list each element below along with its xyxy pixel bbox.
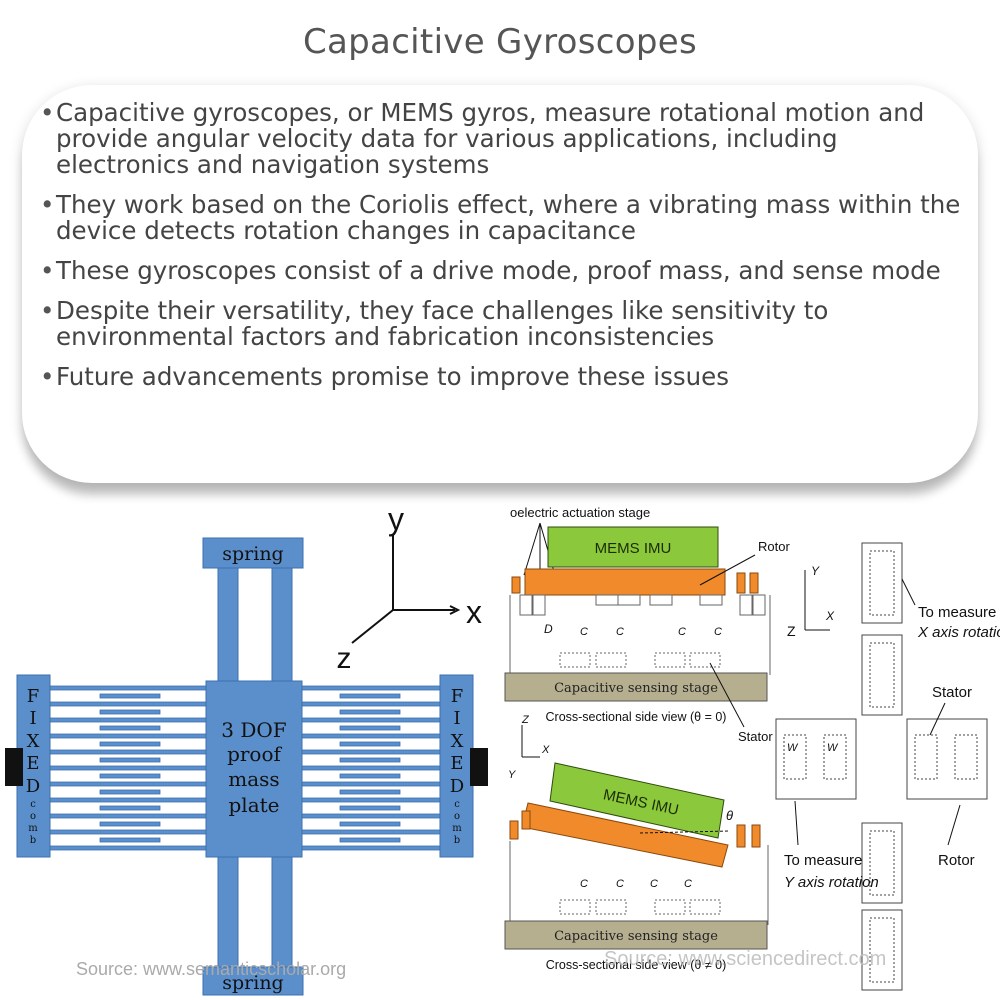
fixed-letter: D	[450, 776, 464, 797]
proof-mass-label: 3 DOF	[221, 718, 287, 742]
view-top-caption: Cross-sectional side view (θ = 0)	[546, 710, 727, 724]
spring-top	[202, 537, 304, 569]
proof-mass-label: mass	[228, 767, 279, 791]
c2a-label: C	[684, 878, 692, 890]
comb-letter: o	[30, 811, 36, 822]
c1a-label: C	[580, 878, 588, 890]
axis-x-label: x	[466, 594, 482, 630]
fixed-letter: E	[26, 753, 39, 774]
axis-y-label: Y	[508, 769, 516, 781]
wsb-label: W	[827, 742, 839, 754]
spring-top-label: spring	[222, 543, 283, 565]
axis-z-label: Z	[521, 714, 530, 726]
imu-label: MEMS IMU	[595, 540, 672, 557]
comb-letter: b	[454, 835, 460, 846]
view-bottom-caption: Cross-sectional side view (θ ≠ 0)	[546, 958, 727, 972]
proof-mass-label: proof	[227, 742, 282, 766]
source-credit: Source: www.sciencedirect.com	[604, 948, 886, 970]
proof-mass-label: plate	[229, 793, 280, 817]
source-credit: Source: www.semanticscholar.org	[76, 959, 346, 979]
bullet-item: Capacitive gyroscopes, or MEMS gyros, me…	[40, 100, 970, 178]
c2a-label: C	[714, 626, 722, 638]
anchor-left	[5, 748, 23, 786]
sensing-stage-label: Capacitive sensing stage	[554, 929, 718, 944]
bullet-item: These gyroscopes consist of a drive mode…	[40, 258, 970, 285]
proof-mass-plate	[205, 680, 303, 858]
bullet-item: Despite their versatility, they face cha…	[40, 298, 970, 350]
axis-y-label: y	[388, 501, 404, 537]
fixed-letter: D	[26, 776, 40, 797]
proof-mass-diagram: spring spring 3 DOF proof mass plate F I…	[5, 501, 488, 996]
mems-imu-diagram: oelectric actuation stage MEMS IMU Rotor	[504, 505, 1000, 991]
spring-bottom-label: spring	[222, 972, 283, 994]
sensing-stage-top	[504, 672, 768, 702]
fixed-letter: I	[453, 708, 460, 729]
page-title: Capacitive Gyroscopes	[303, 22, 697, 62]
comb-letter: m	[28, 823, 38, 834]
c2b-label: C	[616, 878, 624, 890]
fixed-letter: X	[451, 731, 464, 752]
measure-y-label: Y axis rotation	[784, 874, 879, 891]
axis-z-label: z	[337, 642, 352, 675]
fixed-letter: I	[29, 708, 36, 729]
rotor-right-label: Rotor	[938, 852, 975, 869]
sensing-stage-bottom	[504, 920, 768, 950]
c2b-label: C	[616, 626, 624, 638]
rotor-label: Rotor	[758, 539, 790, 554]
dn-label: D	[544, 622, 553, 636]
theta-label: θ	[726, 808, 733, 823]
wsa-label: W	[787, 742, 799, 754]
spring-bottom	[202, 966, 304, 996]
anchor-right	[470, 748, 488, 786]
comb-letter: b	[30, 835, 36, 846]
fixed-letter: F	[451, 686, 464, 707]
bullet-item: Future advancements promise to improve t…	[40, 364, 970, 391]
fixed-letter: E	[450, 753, 463, 774]
c1b-label: C	[650, 878, 658, 890]
fixed-letter: X	[27, 731, 40, 752]
rotor-top	[524, 568, 726, 596]
xyz-axes-icon	[351, 535, 461, 644]
comb-letter: c	[30, 799, 36, 810]
bullet-item: They work based on the Coriolis effect, …	[40, 192, 970, 244]
bullet-list: Capacitive gyroscopes, or MEMS gyros, me…	[40, 100, 970, 404]
c1b-label: C	[678, 626, 686, 638]
comb-letter: m	[452, 823, 462, 834]
axis-x-label: X	[825, 609, 835, 623]
mems-imu-block	[547, 526, 719, 568]
fixed-letter: F	[27, 686, 40, 707]
gyroscope-figure: spring spring 3 DOF proof mass plate F I…	[5, 501, 1000, 996]
measure-y-label: To measure	[784, 852, 862, 869]
actuation-label: oelectric actuation stage	[510, 505, 650, 520]
fixed-comb-right	[439, 674, 474, 858]
c1a-label: C	[580, 626, 588, 638]
axis-z-label: Z	[787, 623, 796, 639]
sensing-stage-label: Capacitive sensing stage	[554, 681, 718, 696]
measure-x-label: To measure	[918, 604, 996, 621]
mems-imu-tilted	[549, 762, 725, 839]
stator-right-label: Stator	[932, 684, 972, 701]
axis-y-label: Y	[811, 564, 820, 578]
comb-letter: c	[454, 799, 460, 810]
axis-x-label: X	[541, 744, 550, 756]
comb-letter: o	[454, 811, 460, 822]
stator-label: Stator	[738, 729, 773, 744]
measure-x-label: X axis rotation	[917, 624, 1000, 641]
